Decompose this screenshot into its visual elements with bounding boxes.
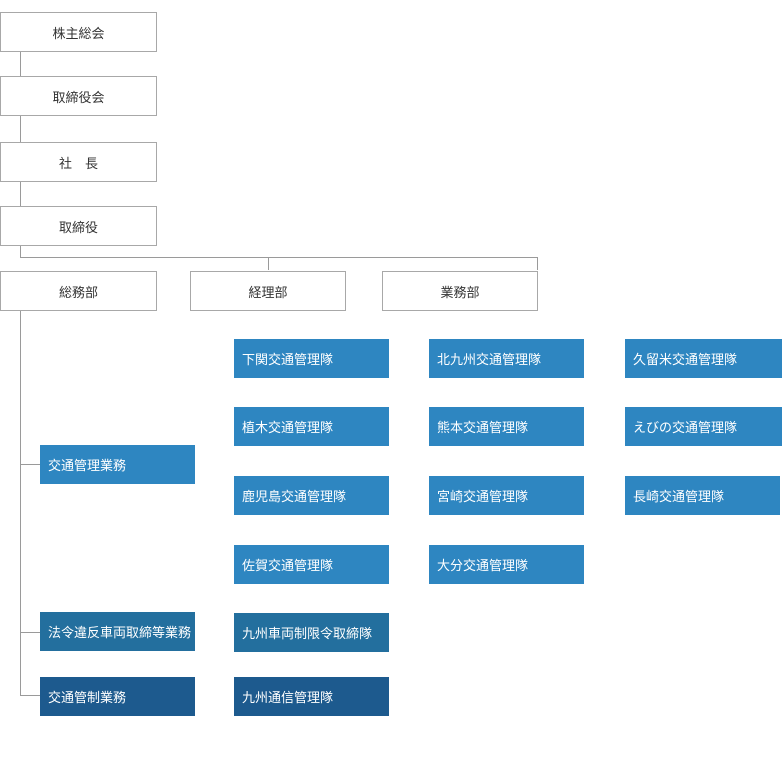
squad-ueki-box: 植木交通管理隊 (234, 407, 389, 446)
squad-ebino-box: えびの交通管理隊 (625, 407, 782, 446)
squad-kyushu-comm-box: 九州通信管理隊 (234, 677, 389, 716)
connector-accounting-drop (268, 257, 269, 270)
traffic-management-unit-box: 交通管理業務 (40, 445, 195, 484)
squad-nagasaki-box: 長崎交通管理隊 (625, 476, 780, 515)
connector-department-bus (20, 257, 538, 258)
squad-kurume-box: 久留米交通管理隊 (625, 339, 782, 378)
squad-miyazaki-box: 宮崎交通管理隊 (429, 476, 584, 515)
squad-kyushu-vehicle-limit-box: 九州車両制限令取締隊 (234, 613, 389, 652)
connector-violation-vehicle-branch (20, 632, 40, 633)
general-affairs-dept-box: 総務部 (0, 271, 157, 311)
connector-traffic-management-branch (20, 464, 40, 465)
squad-kagoshima-box: 鹿児島交通管理隊 (234, 476, 389, 515)
squad-shimonoseki-box: 下関交通管理隊 (234, 339, 389, 378)
squad-kumamoto-box: 熊本交通管理隊 (429, 407, 584, 446)
accounting-dept-box: 経理部 (190, 271, 346, 311)
squad-oita-box: 大分交通管理隊 (429, 545, 584, 584)
shareholders-meeting-box: 株主総会 (0, 12, 157, 52)
connector-general-affairs-trunk (20, 311, 21, 695)
board-of-directors-box: 取締役会 (0, 76, 157, 116)
connector-traffic-control-branch (20, 695, 40, 696)
traffic-control-unit-box: 交通管制業務 (40, 677, 195, 716)
president-box: 社 長 (0, 142, 157, 182)
squad-saga-box: 佐賀交通管理隊 (234, 545, 389, 584)
violation-vehicle-unit-box: 法令違反車両取締等業務 (40, 612, 195, 651)
operations-dept-box: 業務部 (382, 271, 538, 311)
squad-kitakyushu-box: 北九州交通管理隊 (429, 339, 584, 378)
connector-operations-drop (537, 257, 538, 270)
director-box: 取締役 (0, 206, 157, 246)
